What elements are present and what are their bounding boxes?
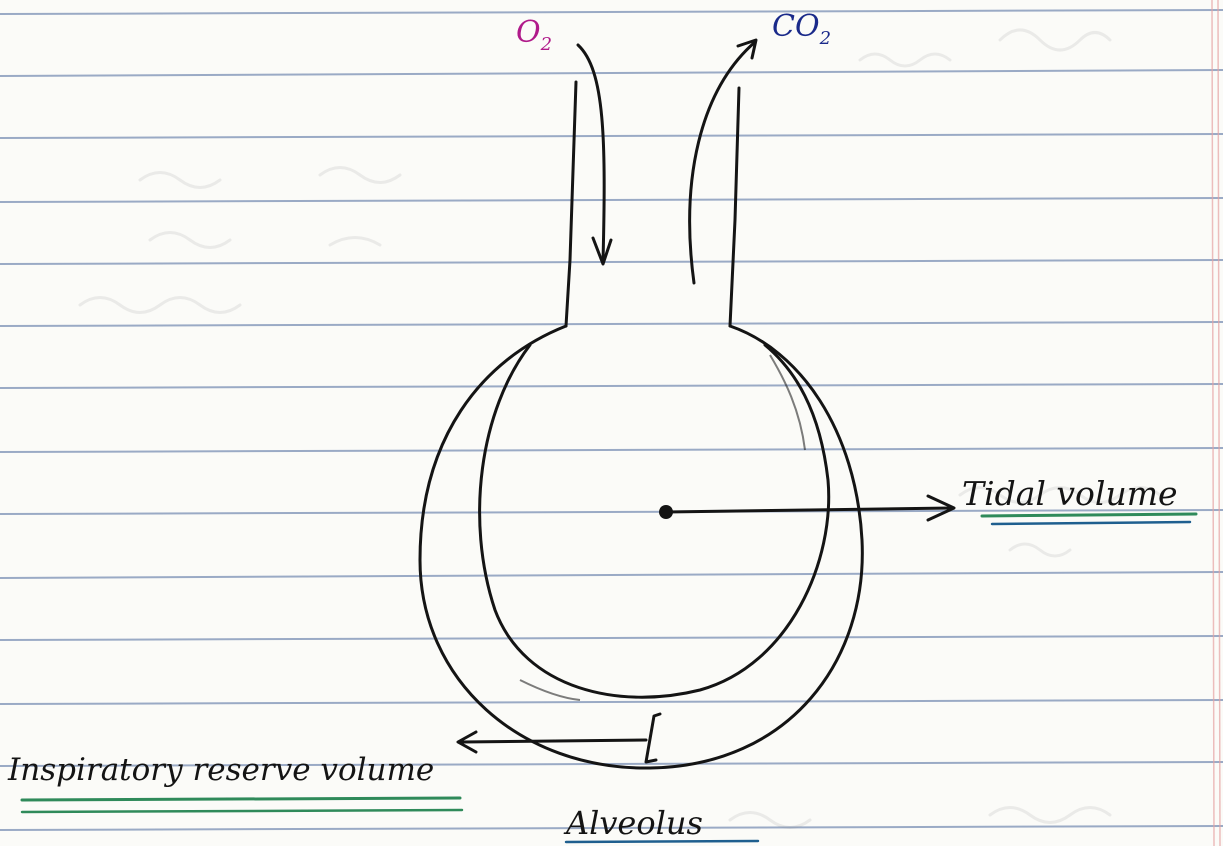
tidal-volume-underline (982, 514, 1196, 524)
inner-sac-shade (520, 355, 805, 700)
tidal-volume-arrow (666, 496, 954, 520)
inspiratory-reserve-volume-label: Inspiratory reserve volume (7, 752, 434, 788)
o2-arrow (578, 45, 611, 264)
inner-sac (480, 345, 829, 697)
alveolus-label: Alveolus (563, 804, 703, 842)
co2-arrow (690, 40, 756, 283)
inspiratory-reserve-underline (22, 798, 462, 812)
alveolus-underline (566, 841, 758, 842)
page-margin-lines (1212, 0, 1220, 846)
reserve-bracket (458, 714, 660, 762)
ruled-lines (0, 10, 1223, 830)
tidal-volume-label: Tidal volume (962, 474, 1178, 513)
inlet-tube (566, 82, 576, 326)
bleed-through (80, 30, 1160, 828)
co2-label-base: CO (772, 9, 820, 44)
co2-label: CO2 (772, 9, 831, 49)
outlet-tube (730, 88, 739, 326)
o2-label-base: O (516, 15, 541, 50)
co2-label-subscript: 2 (819, 28, 831, 49)
o2-label-subscript: 2 (540, 34, 552, 55)
o2-label: O2 (516, 15, 552, 55)
